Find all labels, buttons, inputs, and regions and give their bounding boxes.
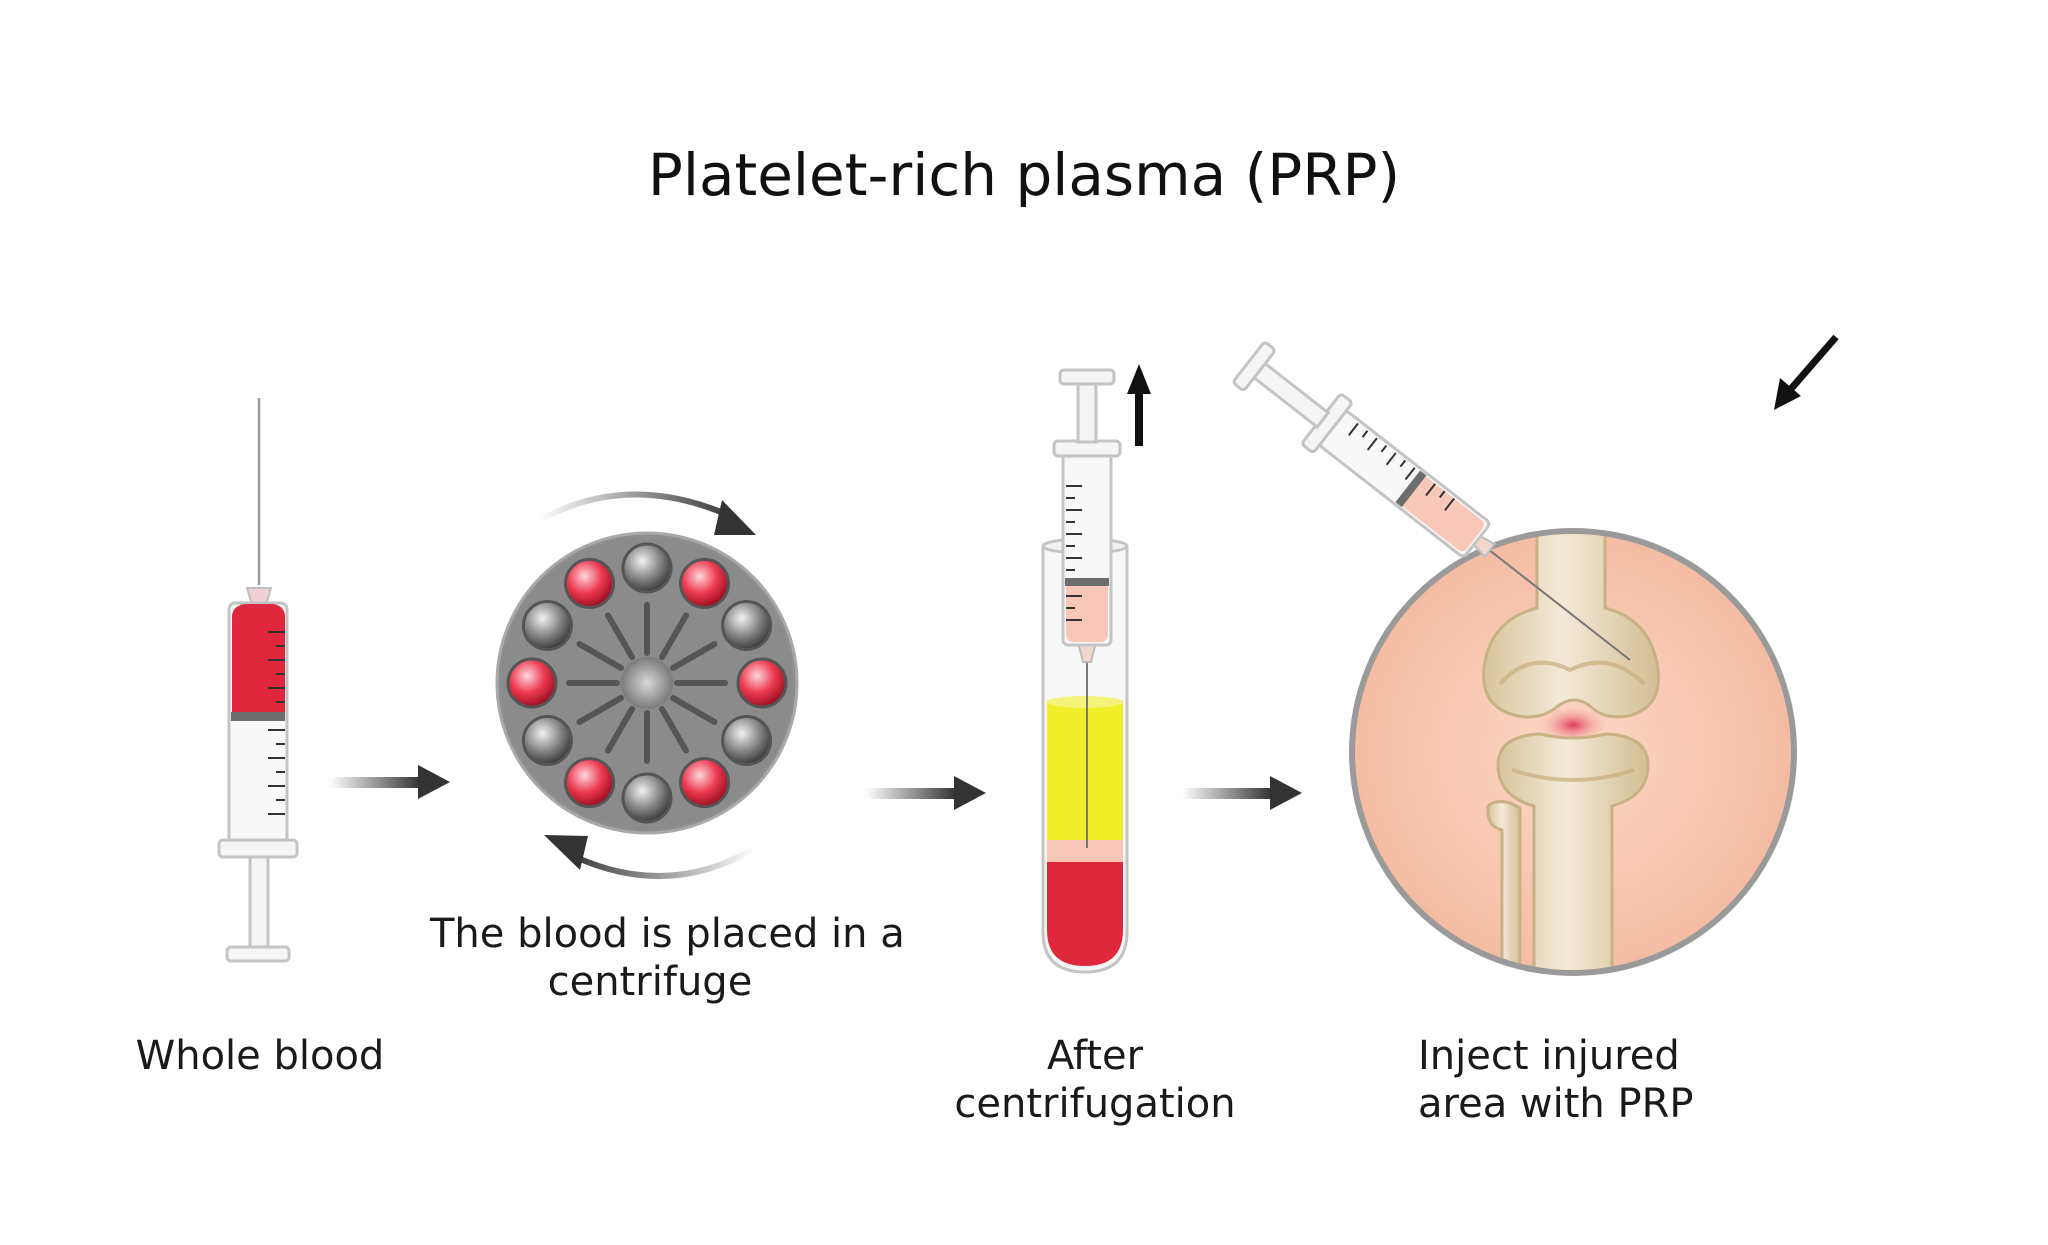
red-sample-tube-icon (679, 557, 730, 609)
gray-sample-tube-icon (521, 600, 573, 651)
direction-arrow-icon (1127, 364, 1151, 446)
step-arrow-icon (866, 776, 986, 810)
step-label-after-centrifugation: After centrifugation (954, 1033, 1236, 1127)
whole-blood-syringe-icon (217, 398, 299, 963)
test-tube-icon (1041, 537, 1129, 974)
step-label-whole-blood: Whole blood (135, 1033, 385, 1079)
red-sample-tube-icon (506, 657, 558, 709)
injection-syringe-icon (1232, 341, 1631, 661)
gray-sample-tube-icon (621, 772, 673, 824)
step-label-inject: Inject injured area with PRP (1418, 1033, 1694, 1127)
gray-sample-tube-icon (721, 715, 773, 766)
gray-sample-tube-icon (621, 542, 673, 594)
step-arrow-icon (1182, 776, 1302, 810)
gray-sample-tube-icon (721, 600, 773, 651)
red-sample-tube-icon (564, 557, 615, 609)
centrifuge-icon (495, 531, 799, 835)
step-label-centrifuge: The blood is placed in a centrifuge (430, 911, 905, 1005)
gray-sample-tube-icon (521, 715, 573, 766)
diagram-title: Platelet-rich plasma (PRP) (647, 141, 1401, 209)
red-sample-tube-icon (564, 757, 615, 809)
step-arrow-icon (330, 765, 450, 799)
extraction-syringe-icon (1052, 368, 1122, 848)
rotation-arrow-icon (538, 491, 757, 880)
red-sample-tube-icon (679, 757, 730, 809)
direction-arrow-icon (1774, 334, 1839, 410)
knee-joint-icon (1349, 528, 1797, 976)
red-sample-tube-icon (736, 657, 788, 709)
